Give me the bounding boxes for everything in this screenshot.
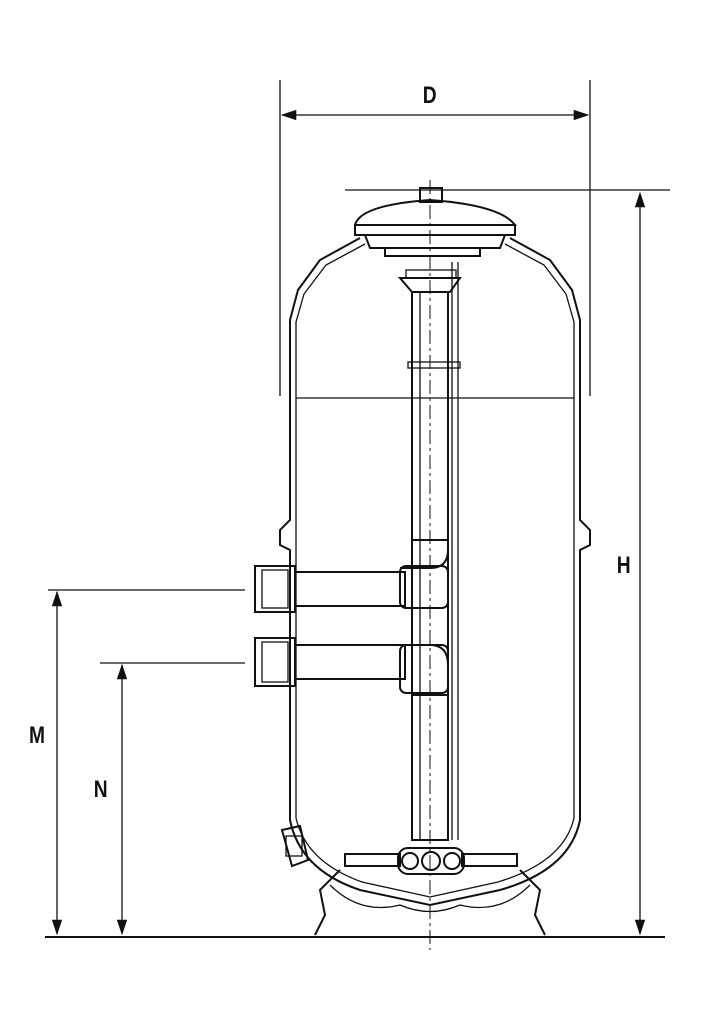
- label-h: H: [616, 552, 631, 579]
- dimension-h: [345, 189, 670, 936]
- label-n: N: [93, 776, 108, 803]
- bottom-laterals: [344, 847, 518, 875]
- drain-fitting: [280, 824, 310, 868]
- lower-connection-pipe: [254, 637, 449, 696]
- dimension-n: [100, 662, 245, 936]
- tank-stand: [314, 869, 546, 936]
- tank-lid: [353, 187, 518, 293]
- dimension-m: [48, 589, 245, 936]
- dimension-d: [279, 80, 591, 396]
- label-d: D: [422, 82, 437, 109]
- upper-connection-pipe: [254, 539, 449, 613]
- label-m: M: [29, 722, 45, 749]
- central-pipe: [407, 262, 461, 841]
